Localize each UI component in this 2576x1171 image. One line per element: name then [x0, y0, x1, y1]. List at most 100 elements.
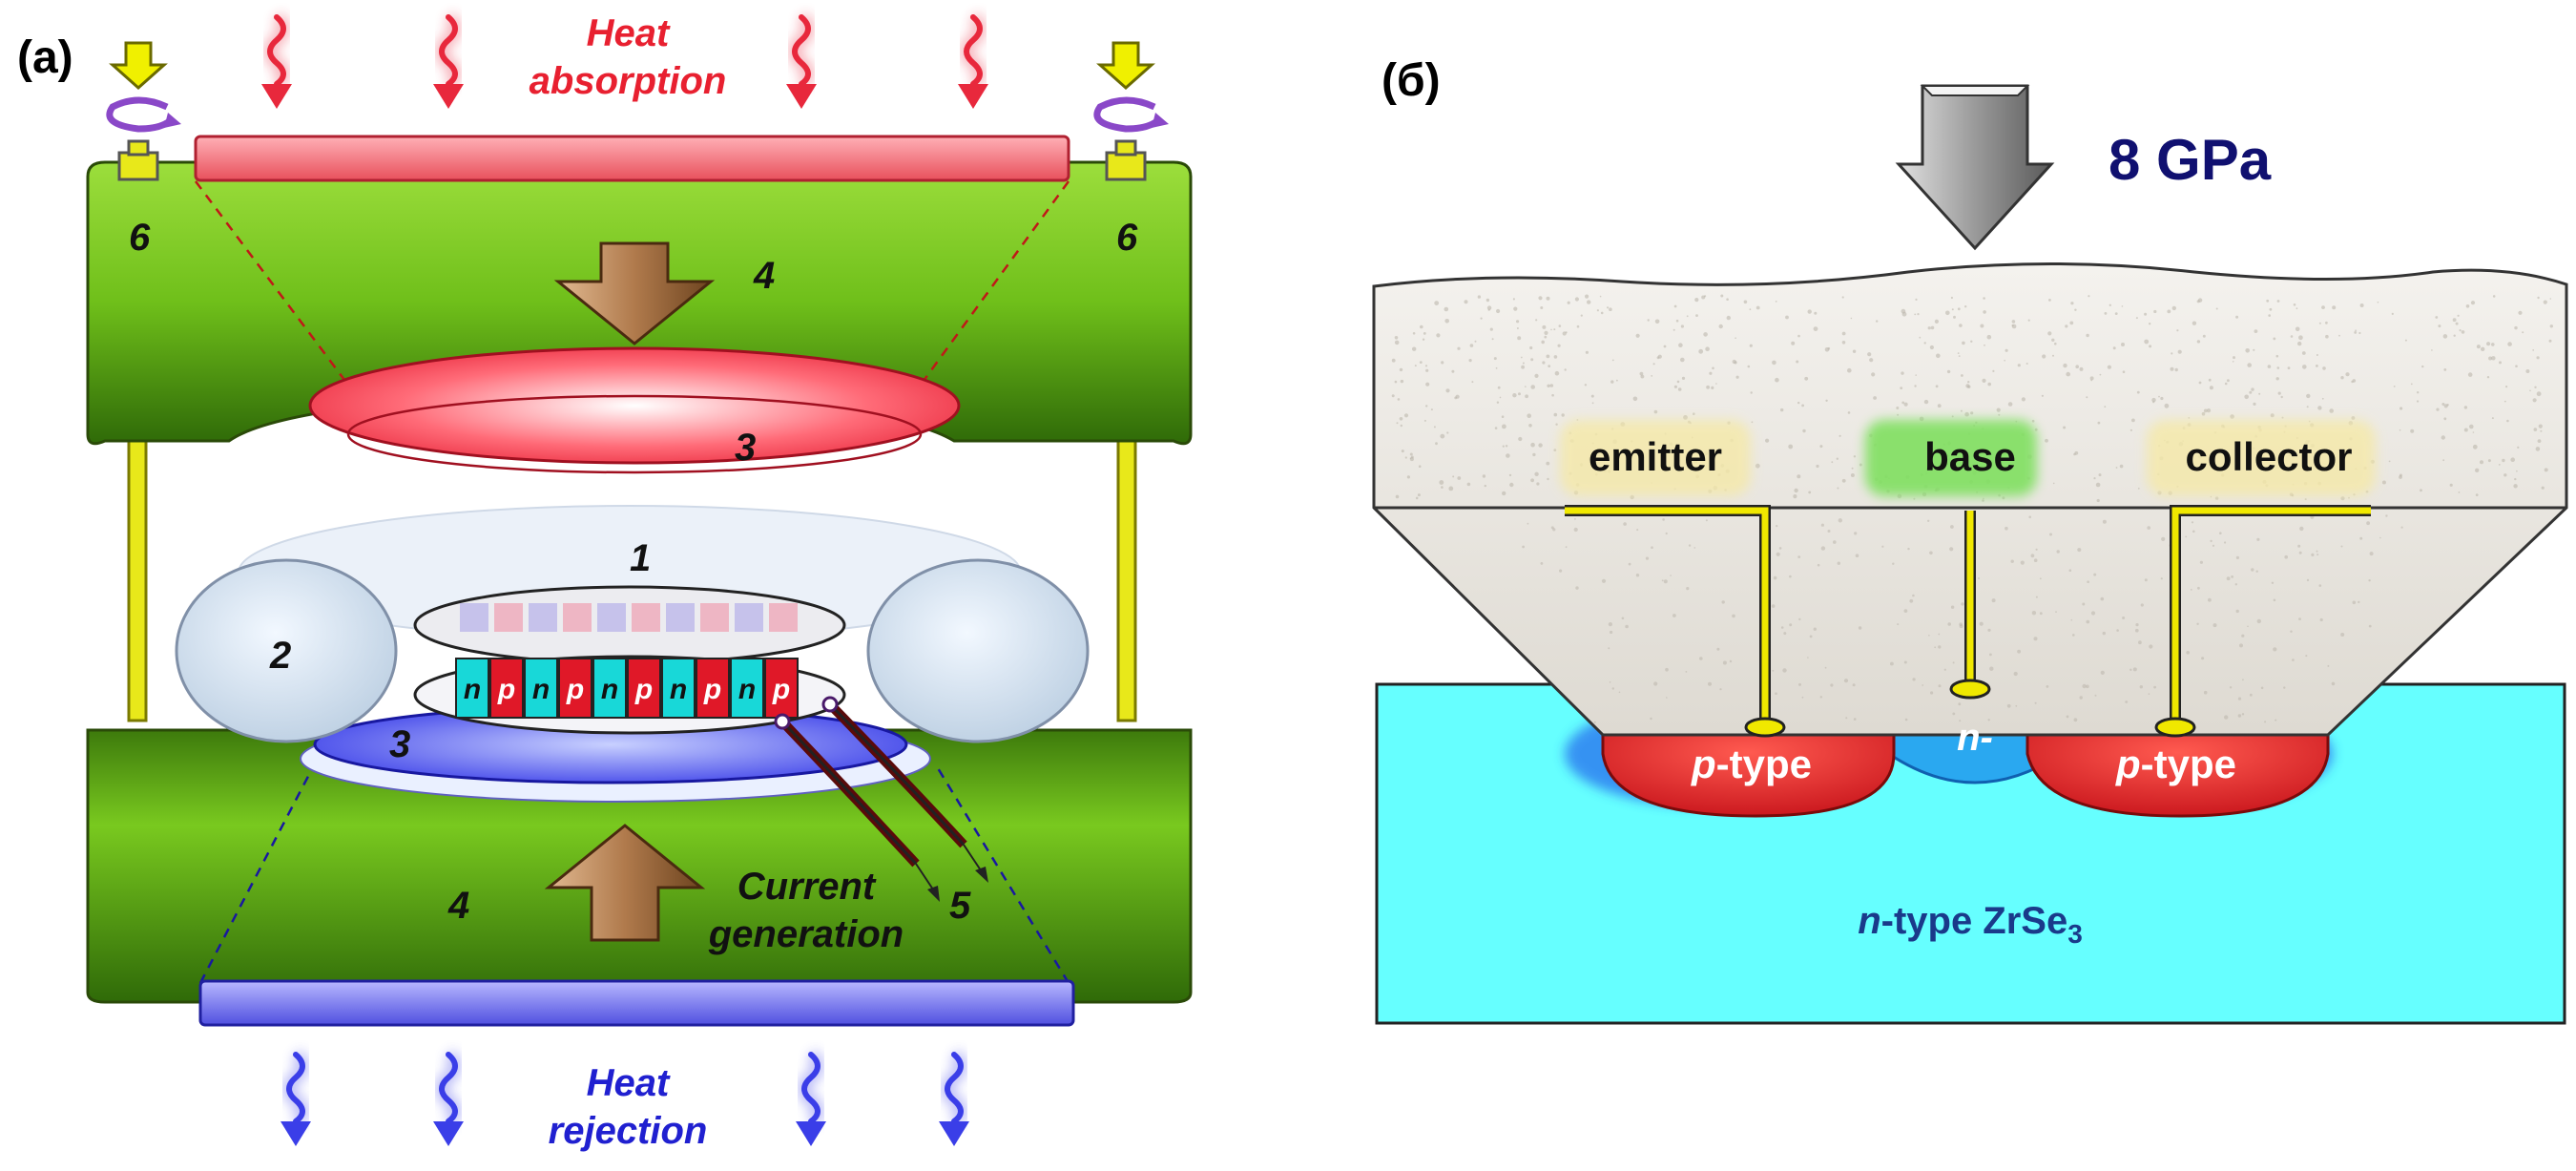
speckle-dot: [1959, 622, 1963, 626]
speckle-dot: [1496, 401, 1500, 404]
speckle-dot: [1841, 331, 1846, 336]
speckle-dot: [2171, 352, 2173, 355]
speckle-dot: [1544, 335, 1548, 339]
speckle-dot: [2025, 363, 2028, 365]
speckle-dot: [1789, 623, 1793, 627]
speckle-dot: [2287, 366, 2291, 369]
speckle-dot: [1489, 327, 1493, 331]
speckle-dot: [2459, 329, 2462, 332]
speckle-dot: [1952, 712, 1956, 716]
speckle-dot: [2366, 521, 2371, 526]
speckle-dot: [2276, 366, 2280, 369]
speckle-dot: [1610, 630, 1613, 635]
speckle-dot: [1824, 666, 1827, 669]
speckle-dot: [1807, 309, 1812, 314]
heat-in-arrow-2: [786, 11, 817, 109]
speckle-dot: [1797, 474, 1801, 479]
speckle-dot: [1798, 682, 1801, 686]
speckle-dot: [2090, 611, 2096, 616]
heat-in-arrow-0: [261, 11, 292, 109]
speckle-dot: [2537, 296, 2540, 300]
speckle-dot: [2035, 596, 2038, 598]
speckle-dot: [1452, 475, 1455, 478]
speckle-dot: [1412, 346, 1417, 351]
speckle-dot: [1775, 377, 1779, 383]
speckle-dot: [2176, 329, 2179, 332]
speckle-dot: [1705, 346, 1710, 352]
lead-1-arrowhead: [927, 886, 940, 902]
speckle-dot: [1656, 356, 1660, 360]
speckle-dot: [1509, 482, 1514, 488]
leg-ghost-8: [735, 603, 763, 632]
label-6-left: 6: [129, 217, 151, 259]
speckle-dot: [2533, 428, 2538, 431]
p-type-label-left: p-type: [1691, 742, 1812, 786]
speckle-dot: [1772, 669, 1775, 672]
speckle-dot: [1400, 424, 1403, 428]
speckle-dot: [2039, 577, 2042, 580]
speckle-dot: [2167, 309, 2171, 314]
speckle-dot: [2066, 371, 2070, 377]
speckle-dot: [2153, 685, 2157, 689]
speckle-dot: [2065, 324, 2068, 328]
speckle-dot: [1611, 687, 1615, 690]
speckle-dot: [2149, 345, 2152, 348]
speckle-dot: [1923, 399, 1929, 405]
speckle-dot: [2463, 406, 2468, 409]
speckle-dot: [1541, 340, 1545, 345]
clamp-arrow-left: [109, 41, 168, 91]
speckle-dot: [1501, 415, 1505, 419]
speckle-dot: [2119, 464, 2124, 469]
speckle-dot: [1903, 402, 1908, 407]
speckle-dot: [2534, 386, 2537, 388]
speckle-dot: [2049, 533, 2052, 536]
label-4-bottom: 4: [447, 885, 469, 927]
speckle-dot: [2112, 346, 2116, 350]
speckle-dot: [1958, 702, 1962, 706]
speckle-dot: [2502, 458, 2505, 463]
speckle-dot: [1448, 486, 1454, 491]
speckle-dot: [2121, 343, 2125, 346]
speckle-dot: [1553, 412, 1558, 417]
speckle-dot: [2198, 381, 2202, 385]
leg-label-4: n: [601, 674, 618, 705]
speckle-dot: [2253, 402, 2256, 406]
speckle-dot: [1989, 653, 1992, 657]
pressure-anvil-block: [1372, 262, 2568, 737]
speckle-dot: [2379, 536, 2381, 539]
speckle-dot: [1391, 358, 1396, 363]
speckle-dot: [1454, 396, 1458, 400]
speckle-dot: [1734, 361, 1737, 365]
leg-ghost-9: [769, 603, 798, 632]
speckle-dot: [1419, 361, 1423, 364]
speckle-dot: [1694, 298, 1699, 303]
speckle-dot: [1701, 295, 1706, 300]
leg-n-4: [592, 658, 627, 719]
speckle-dot: [2237, 697, 2242, 701]
speckle-dot: [2114, 312, 2118, 315]
speckle-dot: [1854, 532, 1858, 535]
speckle-dot: [2486, 342, 2491, 346]
speckle-dot: [1949, 547, 1954, 552]
speckle-dot: [2239, 643, 2243, 648]
speckle-dot: [1546, 354, 1550, 359]
speckle-dot: [1561, 413, 1565, 417]
speckle-dot: [2196, 340, 2201, 344]
leg-n-0: [455, 658, 489, 719]
speckle-dot: [2311, 553, 2315, 557]
speckle-dot: [2219, 532, 2222, 534]
speckle-dot: [2045, 438, 2048, 443]
base-highlight: [1865, 420, 2037, 496]
speckle-dot: [2535, 447, 2541, 451]
speckle-dot: [1851, 467, 1854, 470]
speckle-dot: [1672, 614, 1676, 617]
leg-ghost-1: [494, 603, 523, 632]
speckle-dot: [1401, 450, 1404, 453]
speckle-dot: [2442, 459, 2445, 462]
taper-line-bottom-left: [198, 763, 317, 984]
speckle-dot: [1548, 365, 1551, 367]
speckle-dot: [2254, 329, 2258, 333]
speckle-dot: [2275, 719, 2277, 721]
speckle-dot: [1628, 562, 1631, 566]
speckle-dot: [1518, 436, 1523, 442]
